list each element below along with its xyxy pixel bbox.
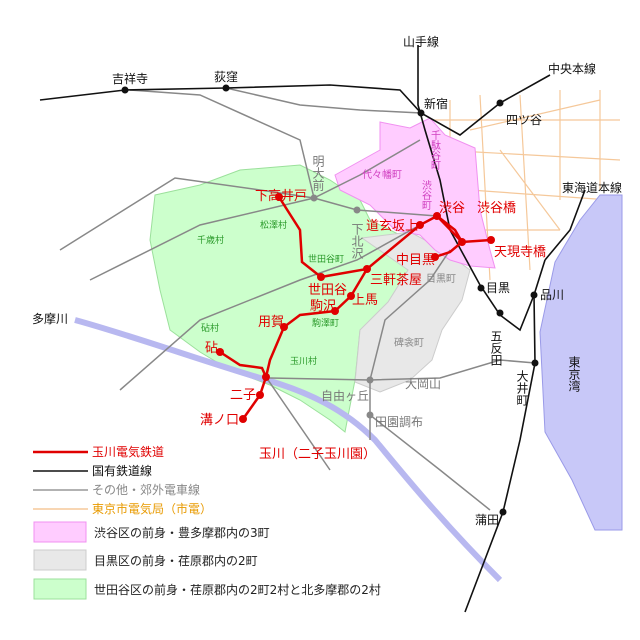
town-chitose: 千歳村 <box>197 234 224 246</box>
legend-label-tamaden: 玉川電気鉄道 <box>92 444 164 459</box>
station-kamiuma: 上馬 <box>352 293 378 308</box>
town-ookayama: 大岡山 <box>405 377 441 391</box>
station-denenchofu: 田園調布 <box>375 415 423 429</box>
national-station-dots <box>121 84 539 516</box>
station-setagaya: 世田谷 <box>308 283 347 298</box>
town-himonya: 碑衾町 <box>394 336 424 349</box>
station-shibuyabashi: 渋谷橋 <box>477 201 516 216</box>
label-tokaido: 東海道本線 <box>562 180 622 195</box>
town-tamagawa: 玉川村 <box>290 355 317 367</box>
station-tamagawa: 玉川（二子玉川園） <box>259 447 376 462</box>
station-shimokitazawa: 下北沢 <box>350 223 364 260</box>
town-kinuta: 砧村 <box>201 322 219 334</box>
other-station-dots <box>310 194 374 419</box>
legend-label-national: 国有鉄道線 <box>92 463 152 478</box>
station-shinagawa: 品川 <box>540 288 564 302</box>
town-meguro: 目黒町 <box>426 273 456 285</box>
legend-label-city: 東京市電気局（市電） <box>92 501 212 516</box>
town-sendagaya: 千駄谷町 <box>429 130 441 170</box>
label-tamagawa-river: 多摩川 <box>32 311 68 326</box>
station-sangenjaya: 三軒茶屋 <box>370 272 422 288</box>
label-chuo: 中央本線 <box>548 61 596 76</box>
station-dogenzakaue: 道玄坂上 <box>366 219 418 234</box>
label-bay: 東京湾 <box>567 356 581 393</box>
station-komazawa: 駒沢 <box>310 299 336 314</box>
station-shimotakaido: 下高井戸 <box>255 188 307 204</box>
station-kichijoji: 吉祥寺 <box>112 72 148 86</box>
station-kamata: 蒲田 <box>475 513 499 527</box>
station-gotanda: 五反田 <box>489 330 503 366</box>
station-ogikubo: 荻窪 <box>214 69 238 84</box>
label-yamanote: 山手線 <box>403 34 439 49</box>
legend-label-shibuya: 渋谷区の前身・豊多摩郡内の3町 <box>94 525 270 540</box>
station-futako: 二子 <box>230 388 256 403</box>
town-matsuzawa: 松澤村 <box>260 219 287 231</box>
station-mizonokuchi: 溝ノ口 <box>200 413 239 428</box>
station-yoga: 用賀 <box>258 315 284 330</box>
legend-swatch-setagaya <box>33 578 87 600</box>
tamaden-station-dots <box>216 193 495 423</box>
station-meguro: 目黒 <box>486 281 510 295</box>
national-lines <box>39 45 586 613</box>
station-shinjuku: 新宿 <box>424 96 448 111</box>
town-komazawa: 駒澤町 <box>312 317 339 329</box>
legend-label-other: その他・郊外電車線 <box>92 482 200 497</box>
tama-river <box>74 317 503 583</box>
legend-label-meguro: 目黒区の前身・荏原郡内の2町 <box>94 553 258 568</box>
legend: 玉川電気鉄道 国有鉄道線 その他・郊外電車線 東京市電気局（市電） 渋谷区の前身… <box>33 444 381 600</box>
legend-swatch-shibuya <box>33 521 87 543</box>
station-kinuta: 砧 <box>205 341 218 356</box>
station-jiyugaoka: 自由ヶ丘 <box>321 389 369 403</box>
station-nakameguro: 中目黒 <box>396 253 435 268</box>
tokyo-bay <box>539 194 623 531</box>
town-yoyohata: 代々幡町 <box>362 168 402 181</box>
legend-label-setagaya: 世田谷区の前身・荏原郡内の2町2村と北多摩郡の2村 <box>94 582 381 597</box>
station-shibuya: 渋谷 <box>439 201 465 216</box>
town-setagaya: 世田谷町 <box>308 253 344 265</box>
station-oimachi: 大井町 <box>515 370 529 406</box>
station-tengenjibashi: 天現寺橋 <box>494 245 546 260</box>
station-meidaimae: 明大前 <box>311 155 325 191</box>
legend-swatch-meguro <box>33 549 87 571</box>
station-yotsuya: 四ツ谷 <box>506 113 542 127</box>
town-shibuya: 渋谷町 <box>420 179 432 210</box>
